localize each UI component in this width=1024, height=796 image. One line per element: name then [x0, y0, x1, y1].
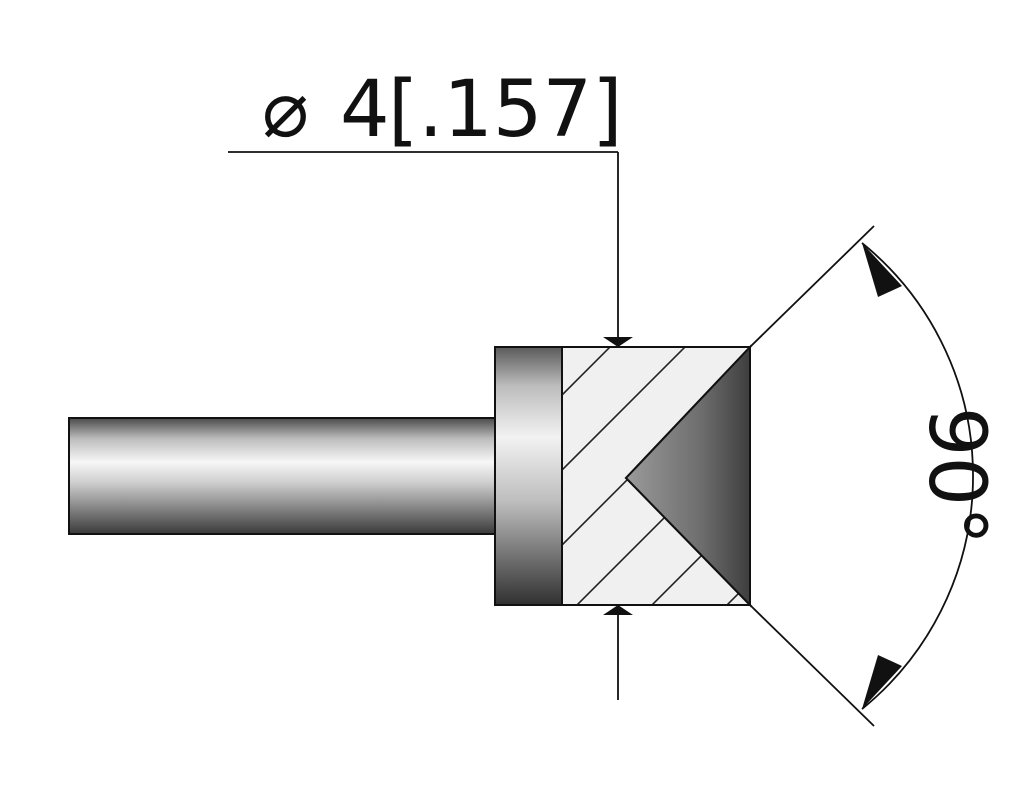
shaft	[68, 417, 496, 535]
angle-arc	[861, 242, 974, 710]
angle-value: 90°	[911, 407, 1001, 545]
diameter-value: 4	[340, 65, 390, 155]
cone-cavity	[624, 344, 751, 608]
angle-extension-top	[749, 225, 875, 348]
diameter-symbol: ⌀	[262, 65, 309, 155]
angle-dimension: 90°	[749, 225, 1001, 727]
angle-arrow-bottom	[862, 655, 902, 709]
diameter-alt-value: [.157]	[388, 65, 623, 155]
section-fill	[562, 347, 750, 605]
diameter-dimension: ⌀ 4 [.157]	[228, 65, 633, 700]
collar	[494, 346, 563, 606]
angle-extension-bottom	[749, 604, 875, 727]
angle-arrow-top	[862, 243, 902, 297]
